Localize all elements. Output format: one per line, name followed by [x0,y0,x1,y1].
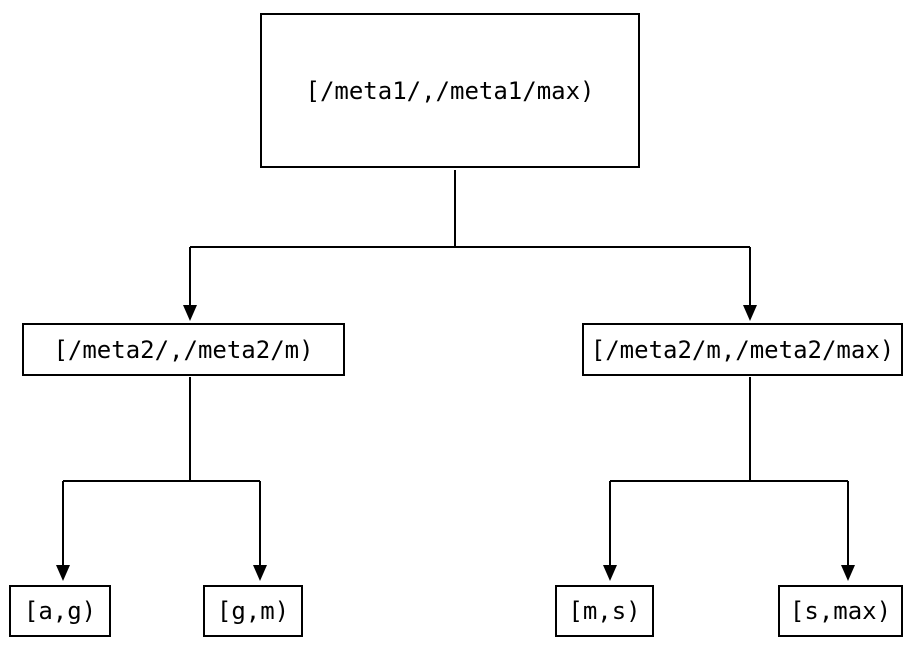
leaf-node-ms: [m,s) [555,585,654,637]
leaf-node-gm: [g,m) [203,585,303,637]
node-left-range: [/meta2/,/meta2/m) [22,323,345,376]
node-right-range: [/meta2/m,/meta2/max) [582,323,903,376]
arrowhead-icon [603,565,617,581]
arrowhead-icon [56,565,70,581]
edge-root-trunk [189,170,751,306]
leaf-node-smax: [s,max) [778,585,903,637]
leaf-node-ag: [a,g) [9,585,111,637]
node-root-range: [/meta1/,/meta1/max) [260,13,640,168]
arrowhead-icon [841,565,855,581]
arrowhead-icon [253,565,267,581]
edge-left-trunk [62,377,261,566]
edge-right-trunk [609,377,849,566]
arrowhead-icon [743,305,757,321]
arrowhead-icon [183,305,197,321]
